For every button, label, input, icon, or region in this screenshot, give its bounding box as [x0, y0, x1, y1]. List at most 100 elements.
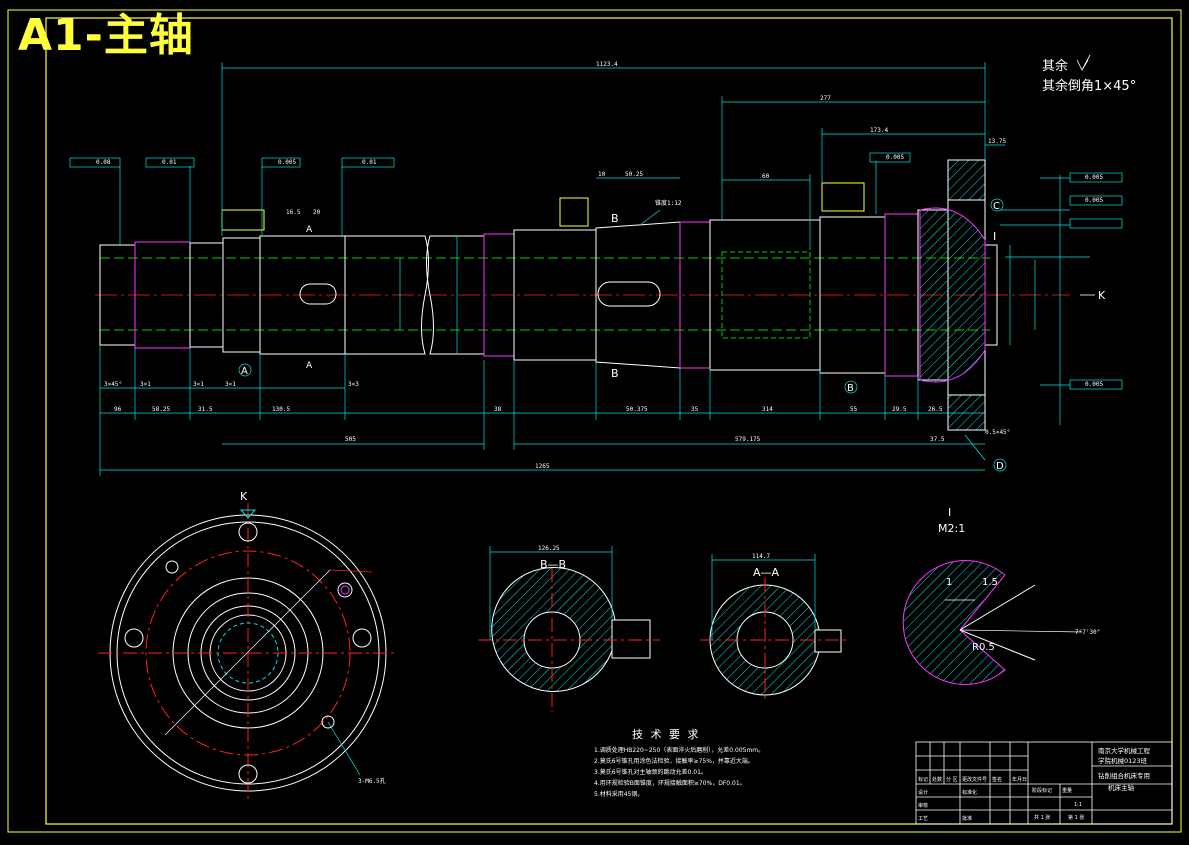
- section-aa: [700, 554, 850, 702]
- tb-approve: 批准: [962, 815, 972, 822]
- tb-sheet-no: 第 1 张: [1068, 814, 1084, 821]
- dim-29: 29.5: [892, 406, 907, 413]
- chamfer-5: 3×3: [348, 381, 359, 388]
- datum-d: D: [996, 461, 1004, 472]
- flange-hatch-top: [947, 159, 986, 201]
- tb-review: 审核: [918, 802, 928, 809]
- tech-heading: 技 术 要 求: [632, 728, 701, 741]
- tb-drawing-name-1: 钻削组合机床专用: [1098, 771, 1150, 780]
- tech-item-5: 5.材料采用45钢。: [594, 790, 643, 798]
- flange-hatch: [919, 207, 986, 383]
- chamfer-4: 3×1: [225, 381, 236, 388]
- dim-58: 58.25: [152, 406, 170, 413]
- tb-header-count: 处数: [932, 776, 942, 783]
- fcf-2: 0.01: [162, 159, 177, 166]
- dim-130: 130.5: [272, 406, 290, 413]
- aa-label: A—A: [753, 566, 780, 579]
- title-block: [915, 741, 1173, 825]
- dim-16: 16.5: [286, 209, 301, 216]
- datum-c: C: [993, 201, 1000, 212]
- detail-i-callout: I: [993, 230, 996, 243]
- dim-96: 96: [114, 406, 122, 413]
- dim-26: 26.5: [928, 406, 943, 413]
- title-block-text: 标记 处数 分 区 更改文件号 签名 年月日 设计 标准化 审核 工艺 批准 阶…: [918, 746, 1151, 822]
- corner-mark-tr: [1160, 17, 1173, 30]
- dim-50: 50.375: [626, 406, 648, 413]
- undercut: 0.5×45°: [985, 429, 1010, 436]
- dim-314: 314: [762, 406, 773, 413]
- dim-505: 505: [345, 436, 356, 443]
- dim-277: 277: [820, 95, 831, 102]
- section-bb: [478, 546, 660, 712]
- note-rest-roughness: 其余: [1042, 58, 1068, 74]
- seg-break-right: [426, 235, 485, 355]
- detail-i-label: I: [948, 506, 951, 519]
- holes-note: 3-M6.5孔: [358, 777, 386, 785]
- note-rest-chamfer: 其余倒角1×45°: [1042, 78, 1136, 94]
- fcf-6: 0.005: [1085, 174, 1103, 181]
- fcf-4: 0.01: [362, 159, 377, 166]
- dim-20: 20: [313, 209, 321, 216]
- chamfer-2: 3×1: [140, 381, 151, 388]
- section-a-bottom: A: [306, 361, 313, 371]
- bb-label: B—B: [540, 558, 566, 571]
- sheet-title: A1-主轴: [18, 10, 194, 61]
- tb-class: 学院机械0123班: [1098, 756, 1148, 765]
- view-k-arrow-label: K: [1098, 289, 1106, 302]
- tb-scale: 1:1: [1074, 802, 1082, 808]
- detail-dim-3: R0.5: [972, 642, 995, 653]
- bb-dim: 126.25: [538, 545, 560, 552]
- dim-35: 35: [691, 406, 699, 413]
- datum-b: B: [847, 383, 854, 394]
- dim-31: 31.5: [198, 406, 213, 413]
- tech-items: 1.调质处理HB220~250（表面淬火后磨削），允差0.005mm。 2.莫氏…: [594, 746, 764, 798]
- aa-dim: 114.7: [752, 553, 770, 560]
- tb-std: 标准化: [962, 789, 977, 796]
- tb-header-date: 年月日: [1012, 776, 1027, 783]
- nut-1: [221, 209, 265, 231]
- dim-overall: 1265: [535, 463, 550, 470]
- taper-note: 锥度1:12: [655, 199, 682, 207]
- dim-38: 38: [494, 406, 502, 413]
- main-shaft-view: 1123.4 277 173.4 1265 505 579.175 96 58.…: [69, 61, 1123, 476]
- dim-55: 55: [850, 406, 858, 413]
- outer-border: [7, 9, 1182, 833]
- tb-stage: 阶段标记: [1032, 787, 1052, 794]
- keyway-b: [597, 281, 661, 307]
- k-view: [98, 503, 398, 803]
- dim-13: 13.75: [988, 138, 1006, 145]
- keyway-a: [299, 283, 337, 305]
- chamfer-3: 3×1: [193, 381, 204, 388]
- flange-hatch-bottom: [947, 394, 986, 431]
- nut-2: [821, 182, 865, 212]
- note-len: 37.5: [930, 436, 945, 443]
- fcf-3: 0.005: [278, 159, 296, 166]
- fcf-8: 0.005: [1085, 381, 1103, 388]
- fcf-5: 0.005: [886, 154, 904, 161]
- tb-header-sign: 签名: [992, 776, 1002, 783]
- detail-angle: 7°7'30": [1075, 629, 1100, 636]
- tb-weight: 重量: [1062, 787, 1072, 794]
- tb-process: 工艺: [918, 816, 928, 822]
- dim-579: 579.175: [735, 436, 761, 443]
- dim-10: 10: [598, 171, 606, 178]
- dim-50-25: 50.25: [625, 171, 643, 178]
- tb-header-mark: 标记: [918, 776, 928, 783]
- k-view-label: K: [240, 490, 248, 503]
- section-b-top: B: [611, 212, 619, 225]
- tech-item-3: 3.莫氏6号锥孔对主轴颈的跳动允差0.01。: [594, 768, 707, 776]
- tb-header-doc: 更改文件号: [962, 776, 987, 783]
- dim-173: 173.4: [870, 127, 888, 134]
- section-b-bottom: B: [611, 367, 619, 380]
- tb-drawing-name-2: 机床主轴: [1108, 783, 1135, 792]
- dim-overall-upper: 1123.4: [596, 61, 618, 68]
- tb-header-zone: 分 区: [946, 776, 958, 783]
- inner-border: [45, 17, 1173, 825]
- tech-item-1: 1.调质处理HB220~250（表面淬火后磨削），允差0.005mm。: [594, 746, 764, 754]
- tb-sheets: 共 1 张: [1034, 814, 1050, 821]
- detail-scale: M2:1: [938, 522, 965, 535]
- tb-school: 南京大学机械工程: [1098, 746, 1151, 755]
- nut-3: [559, 197, 589, 227]
